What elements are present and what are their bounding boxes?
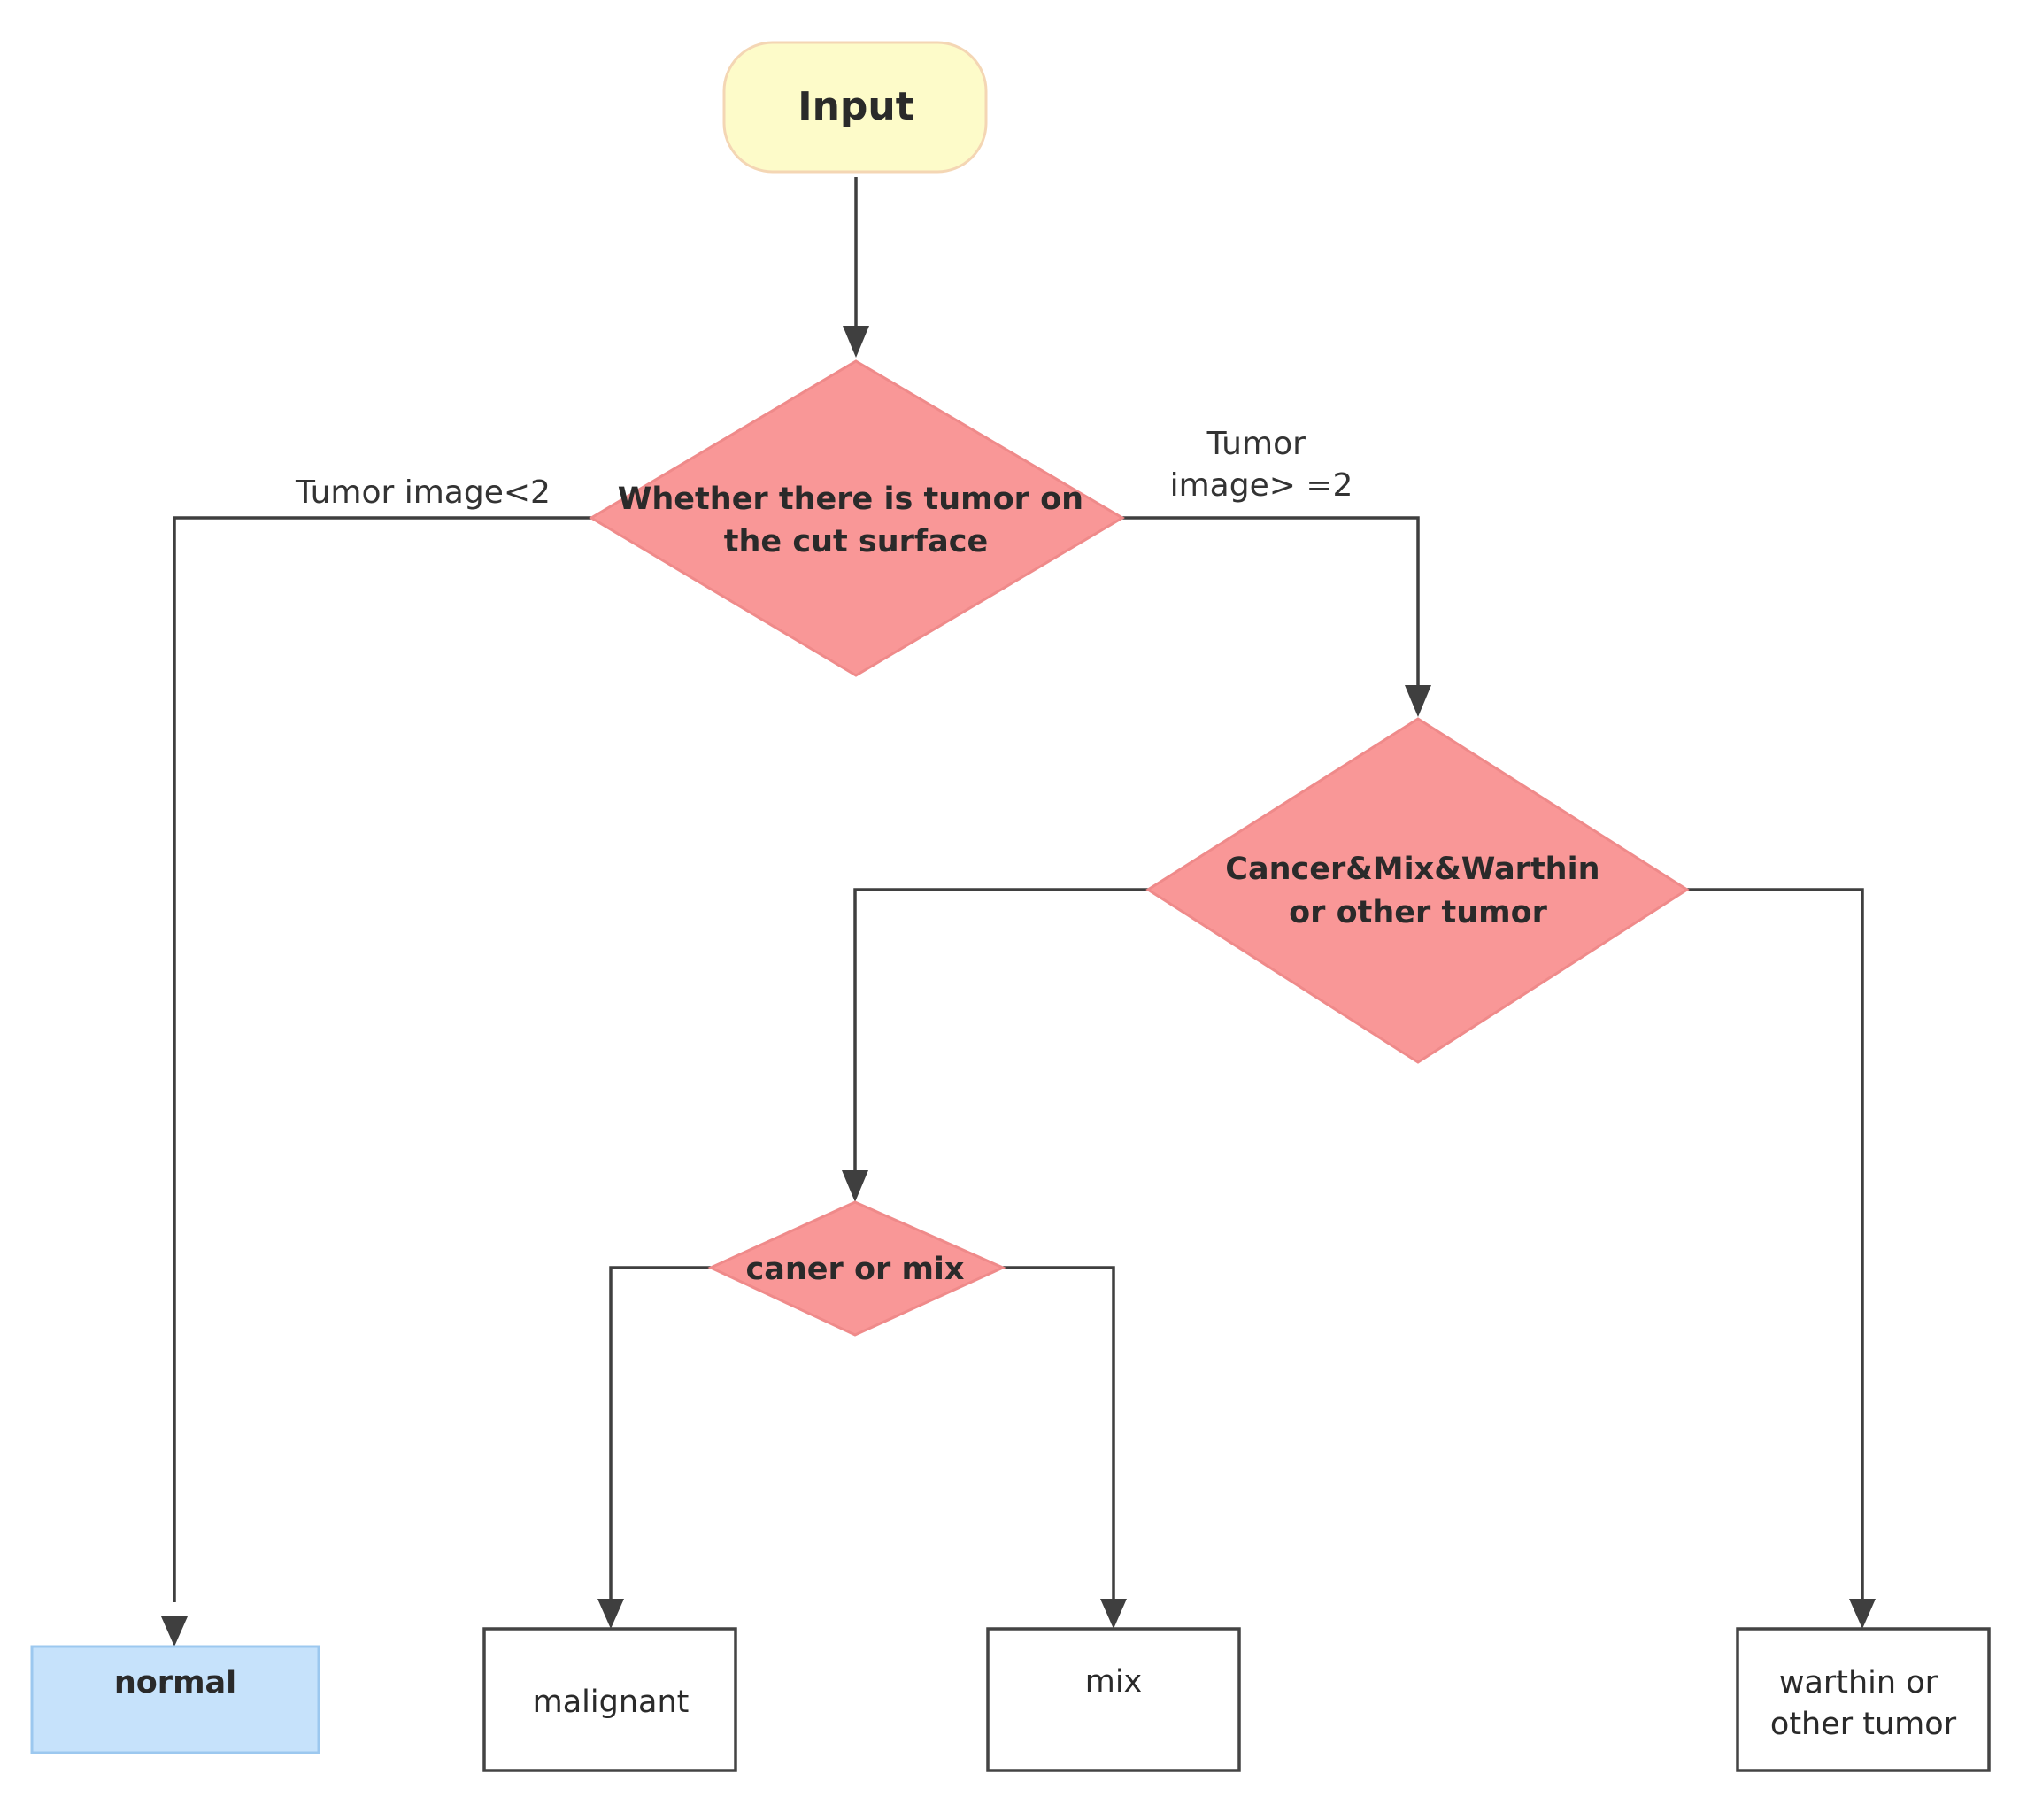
edge-cmw-to-caner-mix: [853, 888, 1148, 1184]
arrowhead-down: [842, 1170, 868, 1202]
edge-label-tumor-lt2: Tumor image<2: [295, 474, 551, 511]
decision-cmw-line-1: Cancer&Mix&Warthin: [1225, 852, 1599, 887]
edge-caner-to-mix: [1003, 1266, 1115, 1609]
edge-label-tumor-ge2: Tumor image> =2: [1170, 426, 1353, 504]
result-malignant: malignant: [482, 1627, 737, 1772]
result-normal-label: normal: [114, 1665, 236, 1700]
edge-caner-to-malignant: [609, 1266, 711, 1609]
arrowhead-down: [597, 1599, 624, 1629]
edge-tumor-lt2: [173, 516, 591, 1602]
edge-label-right-line-1: Tumor: [1206, 426, 1306, 462]
result-warthin-line-2: other tumor: [1770, 1707, 1957, 1742]
decision-tumor-line-1: Whether there is tumor on: [618, 482, 1083, 517]
decision-tumor-label: Whether there is tumor on the cut surfac…: [618, 482, 1094, 559]
decision-tumor-on-cut-surface: Whether there is tumor on the cut surfac…: [589, 359, 1125, 677]
arrowhead-down: [843, 326, 869, 358]
result-mix: mix: [986, 1627, 1241, 1772]
result-warthin-or-other-tumor: warthin or other tumor: [1736, 1627, 1991, 1772]
result-warthin-line-1: warthin or: [1779, 1665, 1938, 1700]
decision-cmw-label: Cancer&Mix&Warthin or other tumor: [1225, 852, 1610, 930]
edge-label-right-line-2: image> =2: [1170, 467, 1353, 504]
decision-caner-or-mix: caner or mix: [707, 1200, 1006, 1337]
arrowhead-down: [1849, 1599, 1876, 1629]
edge-cmw-to-warthin: [1687, 888, 1864, 1609]
result-warthin-label: warthin or other tumor: [1770, 1665, 1957, 1742]
result-malignant-label: malignant: [533, 1685, 690, 1720]
start-node-input: Input: [722, 41, 988, 174]
start-node-label: Input: [798, 84, 914, 129]
decision-cmw-line-2: or other tumor: [1289, 895, 1548, 930]
arrowhead-down: [161, 1616, 188, 1646]
decision-cancer-mix-warthin: Cancer&Mix&Warthin or other tumor: [1145, 717, 1690, 1064]
arrowhead-down: [1405, 685, 1431, 717]
decision-caner-mix-label: caner or mix: [746, 1252, 965, 1287]
decision-tumor-line-2: the cut surface: [724, 524, 989, 559]
result-normal: normal: [30, 1645, 320, 1754]
arrowhead-down: [1100, 1599, 1127, 1629]
result-mix-label: mix: [1085, 1664, 1143, 1700]
edge-tumor-ge2: [1122, 516, 1420, 692]
